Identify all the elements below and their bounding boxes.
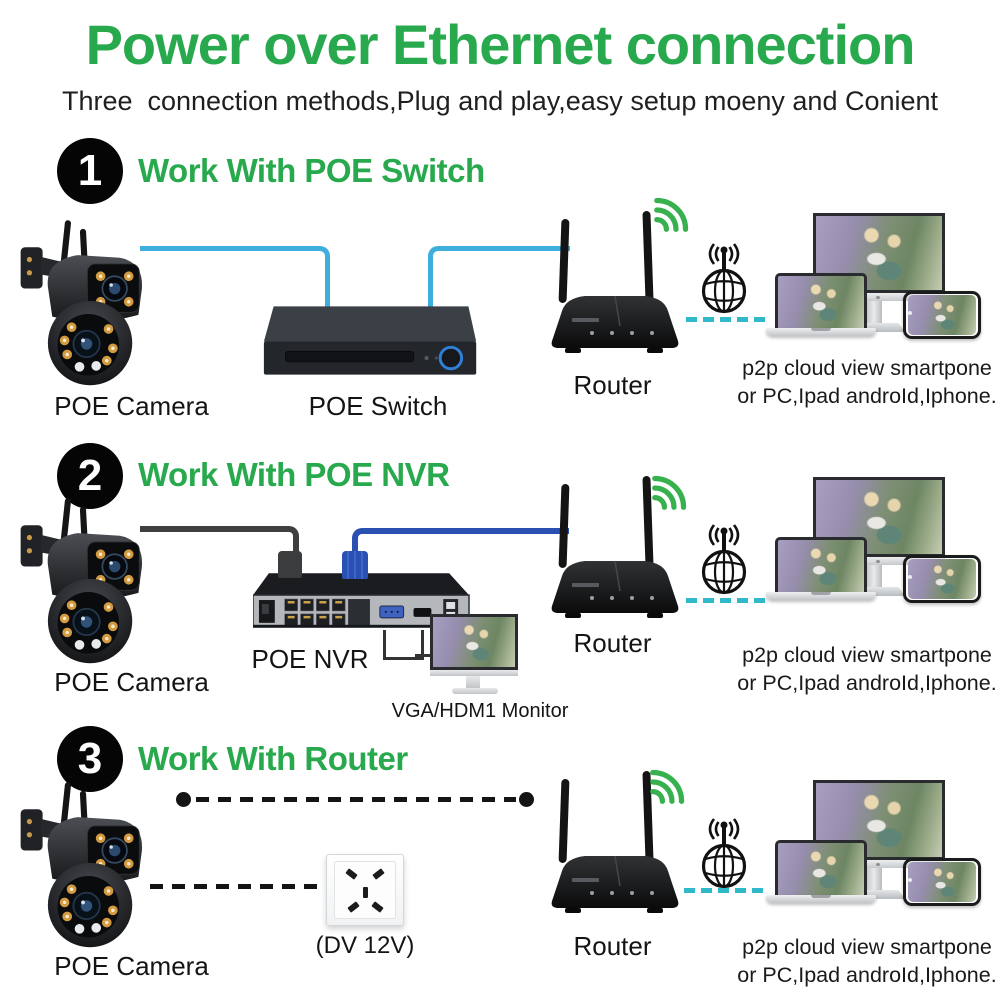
phone-camera-dot [908,311,912,315]
laptop-notch [811,895,831,898]
cloud-caption-line1: p2p cloud view smartpone [742,935,992,959]
monitor-base [841,890,905,899]
monitor-stand [866,301,882,323]
poe-nvr-label: POE NVR [251,644,369,674]
smartphone-2 [903,555,981,603]
monitor-logo-dot [876,560,880,563]
internet-globe-icon-1 [696,243,752,315]
device-cluster-3 [765,780,995,906]
laptop-notch [811,592,831,595]
monitor-stand [866,565,882,587]
socket-slot [363,887,368,898]
monitor-chin [813,293,945,301]
wifi-signal-icon-1 [652,188,698,234]
vga-monitor-label: VGA/HDM1 Monitor [391,700,569,722]
monitor-logo-dot [876,296,880,299]
wifi-signal-icon-3 [648,760,694,806]
laptop-2 [775,537,867,595]
page-title: Power over Ethernet connection [85,13,916,76]
monitor-stand [866,868,882,890]
device-cluster-2 [765,477,995,603]
poe-camera-label-1: POE Camera [54,391,209,421]
section-3-number: 3 [77,734,103,783]
cloud-caption-line1: p2p cloud view smartpone [742,356,992,380]
device-cluster-1 [765,213,995,339]
poe-camera-illustration [18,220,163,387]
vga-monitor [430,614,518,670]
poe-camera-label-3: POE Camera [54,951,209,981]
monitor-logo-dot [876,863,880,866]
section-2-number: 2 [77,451,103,500]
monitor-chin [813,557,945,565]
power-plug [278,551,302,578]
page-subtitle: Three connection methods,Plug and play,e… [61,86,939,116]
dashed-link-camera-to-router [196,797,516,802]
section-1-heading: Work With POE Switch [138,152,485,189]
section-2-badge: 2 [57,443,123,509]
smartphone-3 [903,858,981,906]
section-2-heading: Work With POE NVR [138,456,450,493]
dashed-link-start-dot [176,792,191,807]
cloud-caption-2: p2p cloud view smartpone or PC,Ipad andr… [737,641,997,697]
phone-screen [908,295,976,335]
monitor-chin [813,860,945,868]
internet-globe-icon-3 [696,818,752,890]
cloud-caption-1: p2p cloud view smartpone or PC,Ipad andr… [737,354,997,410]
smartphone-1 [903,291,981,339]
laptop-base [766,592,876,600]
phone-camera-dot [908,878,912,882]
poe-switch-illustration [263,306,477,375]
phone-screen [908,559,976,599]
vga-hdmi-bracket-line [383,630,424,660]
rj45-plug [342,551,368,579]
power-socket [326,854,404,926]
phone-camera-dot [908,575,912,579]
section-3-badge: 3 [57,726,123,792]
cloud-caption-line2: or PC,Ipad androId,Iphone. [737,963,997,987]
section-1-number: 1 [77,146,103,195]
cloud-caption-line2: or PC,Ipad androId,Iphone. [737,384,997,408]
vga-monitor-chin [430,670,518,676]
router-label-3: Router [573,931,652,961]
router-label-2: Router [573,628,652,658]
poe-switch-label: POE Switch [308,391,448,421]
cloud-caption-3: p2p cloud view smartpone or PC,Ipad andr… [737,933,997,989]
bracket-stub-line [415,654,437,657]
cloud-caption-line1: p2p cloud view smartpone [742,643,992,667]
poe-camera-label-2: POE Camera [54,667,209,697]
poe-camera-illustration-3 [18,782,163,949]
laptop-3 [775,840,867,898]
ethernet-cable-switch-to-router [428,246,570,313]
section-3-heading: Work With Router [138,740,408,777]
laptop-base [766,895,876,903]
phone-screen [908,862,976,902]
dashed-power-line-camera-to-socket [150,884,322,889]
ethernet-cable-camera-to-switch [140,246,330,313]
internet-globe-icon-2 [696,524,752,596]
laptop-1 [775,273,867,331]
wifi-signal-icon-2 [650,466,696,512]
internet-dashed-line-1 [686,317,766,322]
laptop-notch [811,328,831,331]
vga-monitor-stand [466,676,480,688]
monitor-base [841,323,905,332]
vga-monitor-base [452,688,498,694]
cloud-caption-line2: or PC,Ipad androId,Iphone. [737,671,997,695]
poe-camera-illustration-2 [18,498,163,665]
section-1-badge: 1 [57,138,123,204]
monitor-base [841,587,905,596]
router-label-1: Router [573,370,652,400]
laptop-base [766,328,876,336]
internet-dashed-line-2 [686,598,766,603]
internet-dashed-line-3 [684,888,764,893]
power-socket-label: (DV 12V) [315,932,415,959]
dashed-link-end-dot [519,792,534,807]
